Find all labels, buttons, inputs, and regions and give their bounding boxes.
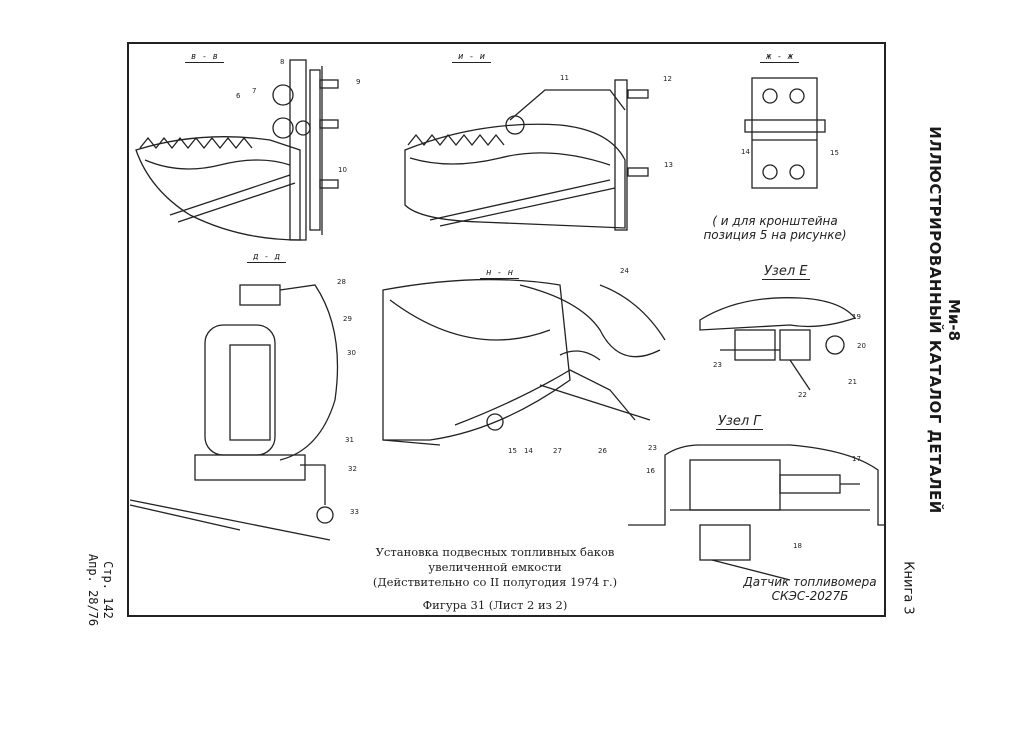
section-label-i-i: и - и (452, 52, 492, 63)
callout-15-n: 15 (508, 447, 517, 455)
caption-line-3: (Действительно со II полугодия 1974 г.) (372, 575, 618, 589)
drawing-frame (127, 42, 886, 617)
callout-11: 11 (560, 74, 569, 82)
sensor-note: Датчик топливомера СКЭС-2027Б (735, 575, 885, 603)
callout-32: 32 (348, 465, 357, 473)
caption-line-2: увеличенной емкости (428, 560, 562, 574)
section-label-d-d: д - д (247, 252, 287, 263)
callout-28: 28 (337, 278, 346, 286)
callout-23-n: 23 (648, 444, 657, 452)
node-e-title: Узел Е (762, 264, 810, 280)
callout-10: 10 (338, 166, 347, 174)
sensor-note-line1: Датчик топливомера (743, 575, 877, 589)
callout-29: 29 (343, 315, 352, 323)
callout-33: 33 (350, 508, 359, 516)
page-reference: Стр. 142 Апр. 28/76 (85, 554, 115, 626)
callout-17: 17 (852, 455, 861, 463)
callout-13: 13 (664, 161, 673, 169)
node-g-title: Узел Г (716, 414, 763, 430)
catalog-title: Ми-8 ИЛЛЮСТРИРОВАННЫЙ КАТАЛОГ ДЕТАЛЕЙ (925, 126, 963, 513)
node-g-drawing (628, 444, 885, 581)
sensor-note-line2: СКЭС-2027Б (771, 589, 849, 603)
bracket-note: ( и для кронштейна позиция 5 на рисунке) (700, 214, 850, 242)
callout-31: 31 (345, 436, 354, 444)
figure-caption: Установка подвесных топливных баков увел… (330, 545, 660, 590)
callout-12: 12 (663, 75, 672, 83)
view-i-i-drawing (404, 79, 649, 231)
bracket-note-line1: ( и для кронштейна (712, 214, 838, 228)
callout-9: 9 (356, 78, 361, 86)
node-e-drawing (699, 297, 857, 391)
catalog-title-line2: ИЛЛЮСТРИРОВАННЫЙ КАТАЛОГ ДЕТАЛЕЙ (926, 126, 944, 514)
callout-14-zh: 14 (741, 148, 750, 156)
callout-15-zh: 15 (830, 149, 839, 157)
page-number: Стр. 142 (101, 561, 115, 619)
book-number: Книга 3 (900, 561, 916, 615)
callout-19: 19 (852, 313, 861, 321)
callout-8: 8 (280, 58, 285, 66)
revision-date: Апр. 28/76 (86, 553, 100, 627)
callout-26: 26 (598, 447, 607, 455)
callout-22: 22 (798, 391, 807, 399)
section-label-n-n: н - н (480, 268, 520, 279)
callout-30: 30 (347, 349, 356, 357)
view-n-n-drawing (382, 278, 666, 446)
catalog-title-line1: Ми-8 (945, 298, 963, 342)
bracket-note-line2: позиция 5 на рисунке) (703, 228, 847, 242)
callout-18: 18 (793, 542, 802, 550)
section-label-v-v: в - в (185, 52, 225, 63)
callout-7: 7 (252, 87, 257, 95)
section-label-zh-zh: ж - ж (760, 52, 800, 63)
callout-14-n: 14 (524, 447, 533, 455)
view-v-v-drawing (135, 59, 339, 241)
view-zh-zh-drawing (744, 77, 826, 189)
callout-20: 20 (857, 342, 866, 350)
callout-24: 24 (620, 267, 629, 275)
figure-number: Фигура 31 (Лист 2 из 2) (422, 598, 568, 612)
caption-line-1: Установка подвесных топливных баков (375, 545, 615, 559)
callout-16: 16 (646, 467, 655, 475)
callout-21: 21 (848, 378, 857, 386)
view-d-d-drawing (129, 284, 339, 541)
callout-6: 6 (236, 92, 241, 100)
callout-27: 27 (553, 447, 562, 455)
callout-23-e: 23 (713, 361, 722, 369)
